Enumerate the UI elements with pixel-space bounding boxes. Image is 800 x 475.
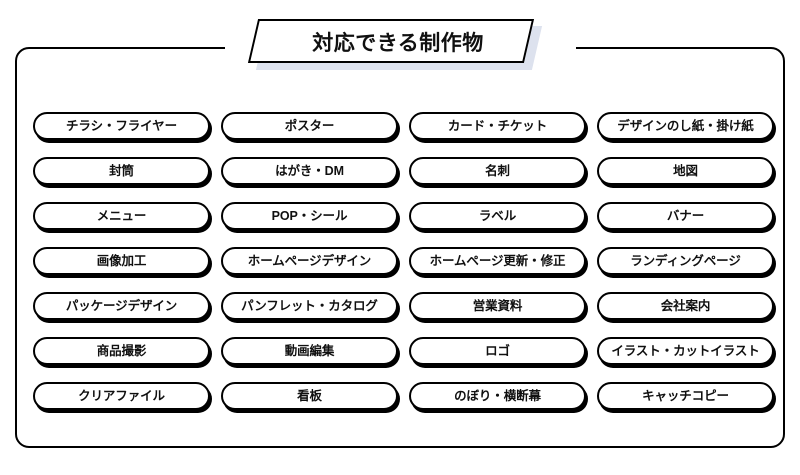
category-chip[interactable]: クリアファイル bbox=[33, 382, 210, 410]
category-chip-label: ホームページデザイン bbox=[247, 253, 372, 268]
category-chip[interactable]: ホームページ更新・修正 bbox=[409, 247, 586, 275]
category-chip[interactable]: チラシ・フライヤー bbox=[33, 112, 210, 140]
category-chip[interactable]: 会社案内 bbox=[597, 292, 774, 320]
category-chip-label: ランディングページ bbox=[630, 253, 741, 268]
category-chip-label: 画像加工 bbox=[96, 253, 147, 268]
category-chip-label: イラスト・カットイラスト bbox=[611, 343, 760, 358]
category-chip[interactable]: キャッチコピー bbox=[597, 382, 774, 410]
category-chip-label: 会社案内 bbox=[660, 298, 711, 313]
category-chip-label: クリアファイル bbox=[78, 388, 165, 403]
category-chip-label: キャッチコピー bbox=[642, 388, 729, 403]
category-chip[interactable]: 営業資料 bbox=[409, 292, 586, 320]
product-category-grid: チラシ・フライヤー ポスター カード・チケット デザインのし紙・掛け紙封筒 はがき・DM… bbox=[33, 112, 774, 410]
category-chip[interactable]: ランディングページ bbox=[597, 247, 774, 275]
category-chip[interactable]: ポスター bbox=[221, 112, 398, 140]
category-chip[interactable]: 動画編集 bbox=[221, 337, 398, 365]
category-chip-label: POP・シール bbox=[271, 208, 348, 223]
category-chip-label: のぼり・横断幕 bbox=[454, 388, 541, 403]
category-chip-label: 商品撮影 bbox=[96, 343, 147, 358]
category-chip-label: ラベル bbox=[478, 208, 517, 223]
category-chip-label: ロゴ bbox=[485, 343, 510, 358]
category-chip-label: パンフレット・カタログ bbox=[241, 298, 378, 313]
category-chip[interactable]: ロゴ bbox=[409, 337, 586, 365]
category-chip-label: ホームページ更新・修正 bbox=[429, 253, 566, 268]
category-chip[interactable]: ラベル bbox=[409, 202, 586, 230]
category-chip-label: デザインのし紙・掛け紙 bbox=[617, 118, 754, 133]
category-chip[interactable]: 商品撮影 bbox=[33, 337, 210, 365]
category-chip[interactable]: パッケージデザイン bbox=[33, 292, 210, 320]
category-chip-label: バナー bbox=[666, 208, 705, 223]
category-chip[interactable]: 画像加工 bbox=[33, 247, 210, 275]
category-chip-label: 営業資料 bbox=[472, 298, 523, 313]
frame-border-gap-right bbox=[516, 42, 576, 52]
category-chip[interactable]: 封筒 bbox=[33, 157, 210, 185]
category-chip-label: はがき・DM bbox=[275, 163, 344, 178]
category-chip-label: パッケージデザイン bbox=[65, 298, 178, 313]
category-chip[interactable]: 地図 bbox=[597, 157, 774, 185]
category-chip[interactable]: カード・チケット bbox=[409, 112, 586, 140]
category-chip-label: 封筒 bbox=[109, 163, 134, 178]
category-chip-label: 名刺 bbox=[485, 163, 510, 178]
category-chip[interactable]: パンフレット・カタログ bbox=[221, 292, 398, 320]
category-chip[interactable]: バナー bbox=[597, 202, 774, 230]
category-chip[interactable]: デザインのし紙・掛け紙 bbox=[597, 112, 774, 140]
category-chip-label: 動画編集 bbox=[284, 343, 335, 358]
category-chip[interactable]: イラスト・カットイラスト bbox=[597, 337, 774, 365]
category-chip[interactable]: ホームページデザイン bbox=[221, 247, 398, 275]
page-title: 対応できる制作物 bbox=[312, 32, 484, 55]
category-chip-label: 地図 bbox=[673, 163, 698, 178]
category-chip[interactable]: のぼり・横断幕 bbox=[409, 382, 586, 410]
category-chip[interactable]: メニュー bbox=[33, 202, 210, 230]
category-chip[interactable]: 看板 bbox=[221, 382, 398, 410]
category-chip-label: ポスター bbox=[284, 118, 335, 133]
category-chip[interactable]: はがき・DM bbox=[221, 157, 398, 185]
category-chip-label: カード・チケット bbox=[447, 118, 548, 133]
category-chip[interactable]: 名刺 bbox=[409, 157, 586, 185]
title-banner: 対応できる制作物 bbox=[247, 19, 543, 71]
category-chip-label: メニュー bbox=[96, 208, 147, 223]
category-chip-label: 看板 bbox=[297, 388, 322, 403]
category-chip[interactable]: POP・シール bbox=[221, 202, 398, 230]
category-chip-label: チラシ・フライヤー bbox=[66, 118, 177, 133]
